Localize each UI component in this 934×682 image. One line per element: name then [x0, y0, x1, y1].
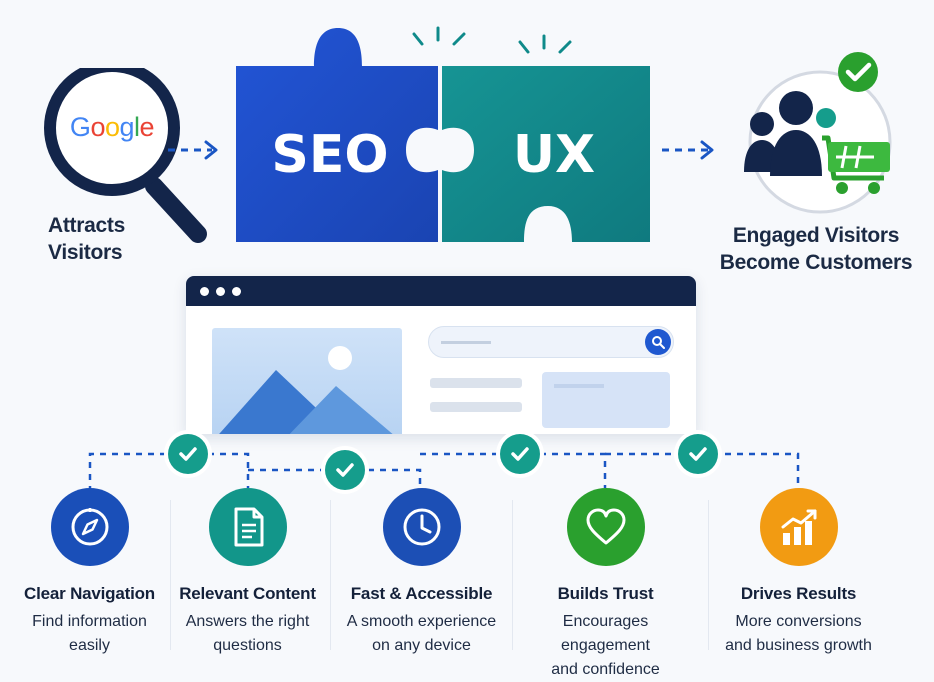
browser-title-bar — [186, 276, 696, 306]
customers-illustration — [724, 46, 920, 216]
google-logo: Google — [69, 112, 155, 142]
seo-puzzle-piece — [236, 28, 438, 242]
shopping-cart-icon — [822, 135, 890, 194]
heart-icon — [566, 488, 645, 566]
growth-chart-icon — [759, 488, 838, 566]
divider — [512, 500, 513, 650]
content-card-placeholder — [542, 372, 670, 428]
search-bar[interactable] — [428, 326, 674, 358]
window-dot-1 — [200, 287, 209, 296]
check-icon — [168, 434, 208, 474]
search-icon[interactable] — [645, 329, 671, 355]
google-search-illustration: Google — [22, 60, 212, 248]
feature-title: Fast & Accessible — [350, 584, 493, 603]
arrow-puzzle-to-customers — [662, 140, 714, 160]
magnifier-icon — [44, 60, 207, 243]
sparkle-rays — [412, 26, 572, 54]
engaged-visitors-label: Engaged Visitors Become Customers — [719, 224, 913, 274]
attracts-visitors-label: Attracts Visitors — [48, 214, 125, 264]
divider — [170, 500, 171, 650]
window-dot-2 — [216, 287, 225, 296]
search-placeholder-line — [441, 341, 491, 344]
feature-title: Relevant Content — [179, 584, 316, 603]
hero-image-placeholder — [212, 328, 402, 434]
check-badge-icon — [838, 52, 878, 92]
check-icon — [500, 434, 540, 474]
document-icon — [208, 488, 287, 566]
feature-title: Builds Trust — [557, 584, 654, 603]
text-line-2 — [430, 402, 522, 412]
feature-title: Drives Results — [740, 584, 857, 603]
connector-lines — [88, 452, 800, 492]
text-line-1 — [430, 378, 522, 388]
check-icon — [678, 434, 718, 474]
window-dot-3 — [232, 287, 241, 296]
divider — [708, 500, 709, 650]
compass-icon — [50, 488, 129, 566]
ux-label: UX — [513, 125, 595, 185]
browser-window — [186, 276, 696, 434]
check-icon — [325, 450, 365, 490]
feature-title: Clear Navigation — [24, 584, 155, 603]
clock-icon — [382, 488, 461, 566]
arrow-left-to-puzzle — [168, 140, 218, 160]
people-icon — [744, 91, 822, 176]
landscape-icon — [219, 346, 393, 434]
divider — [330, 500, 331, 650]
seo-label: SEO — [271, 125, 388, 185]
seo-ux-puzzle: SEO UX — [236, 26, 650, 242]
ux-puzzle-piece — [442, 66, 650, 242]
